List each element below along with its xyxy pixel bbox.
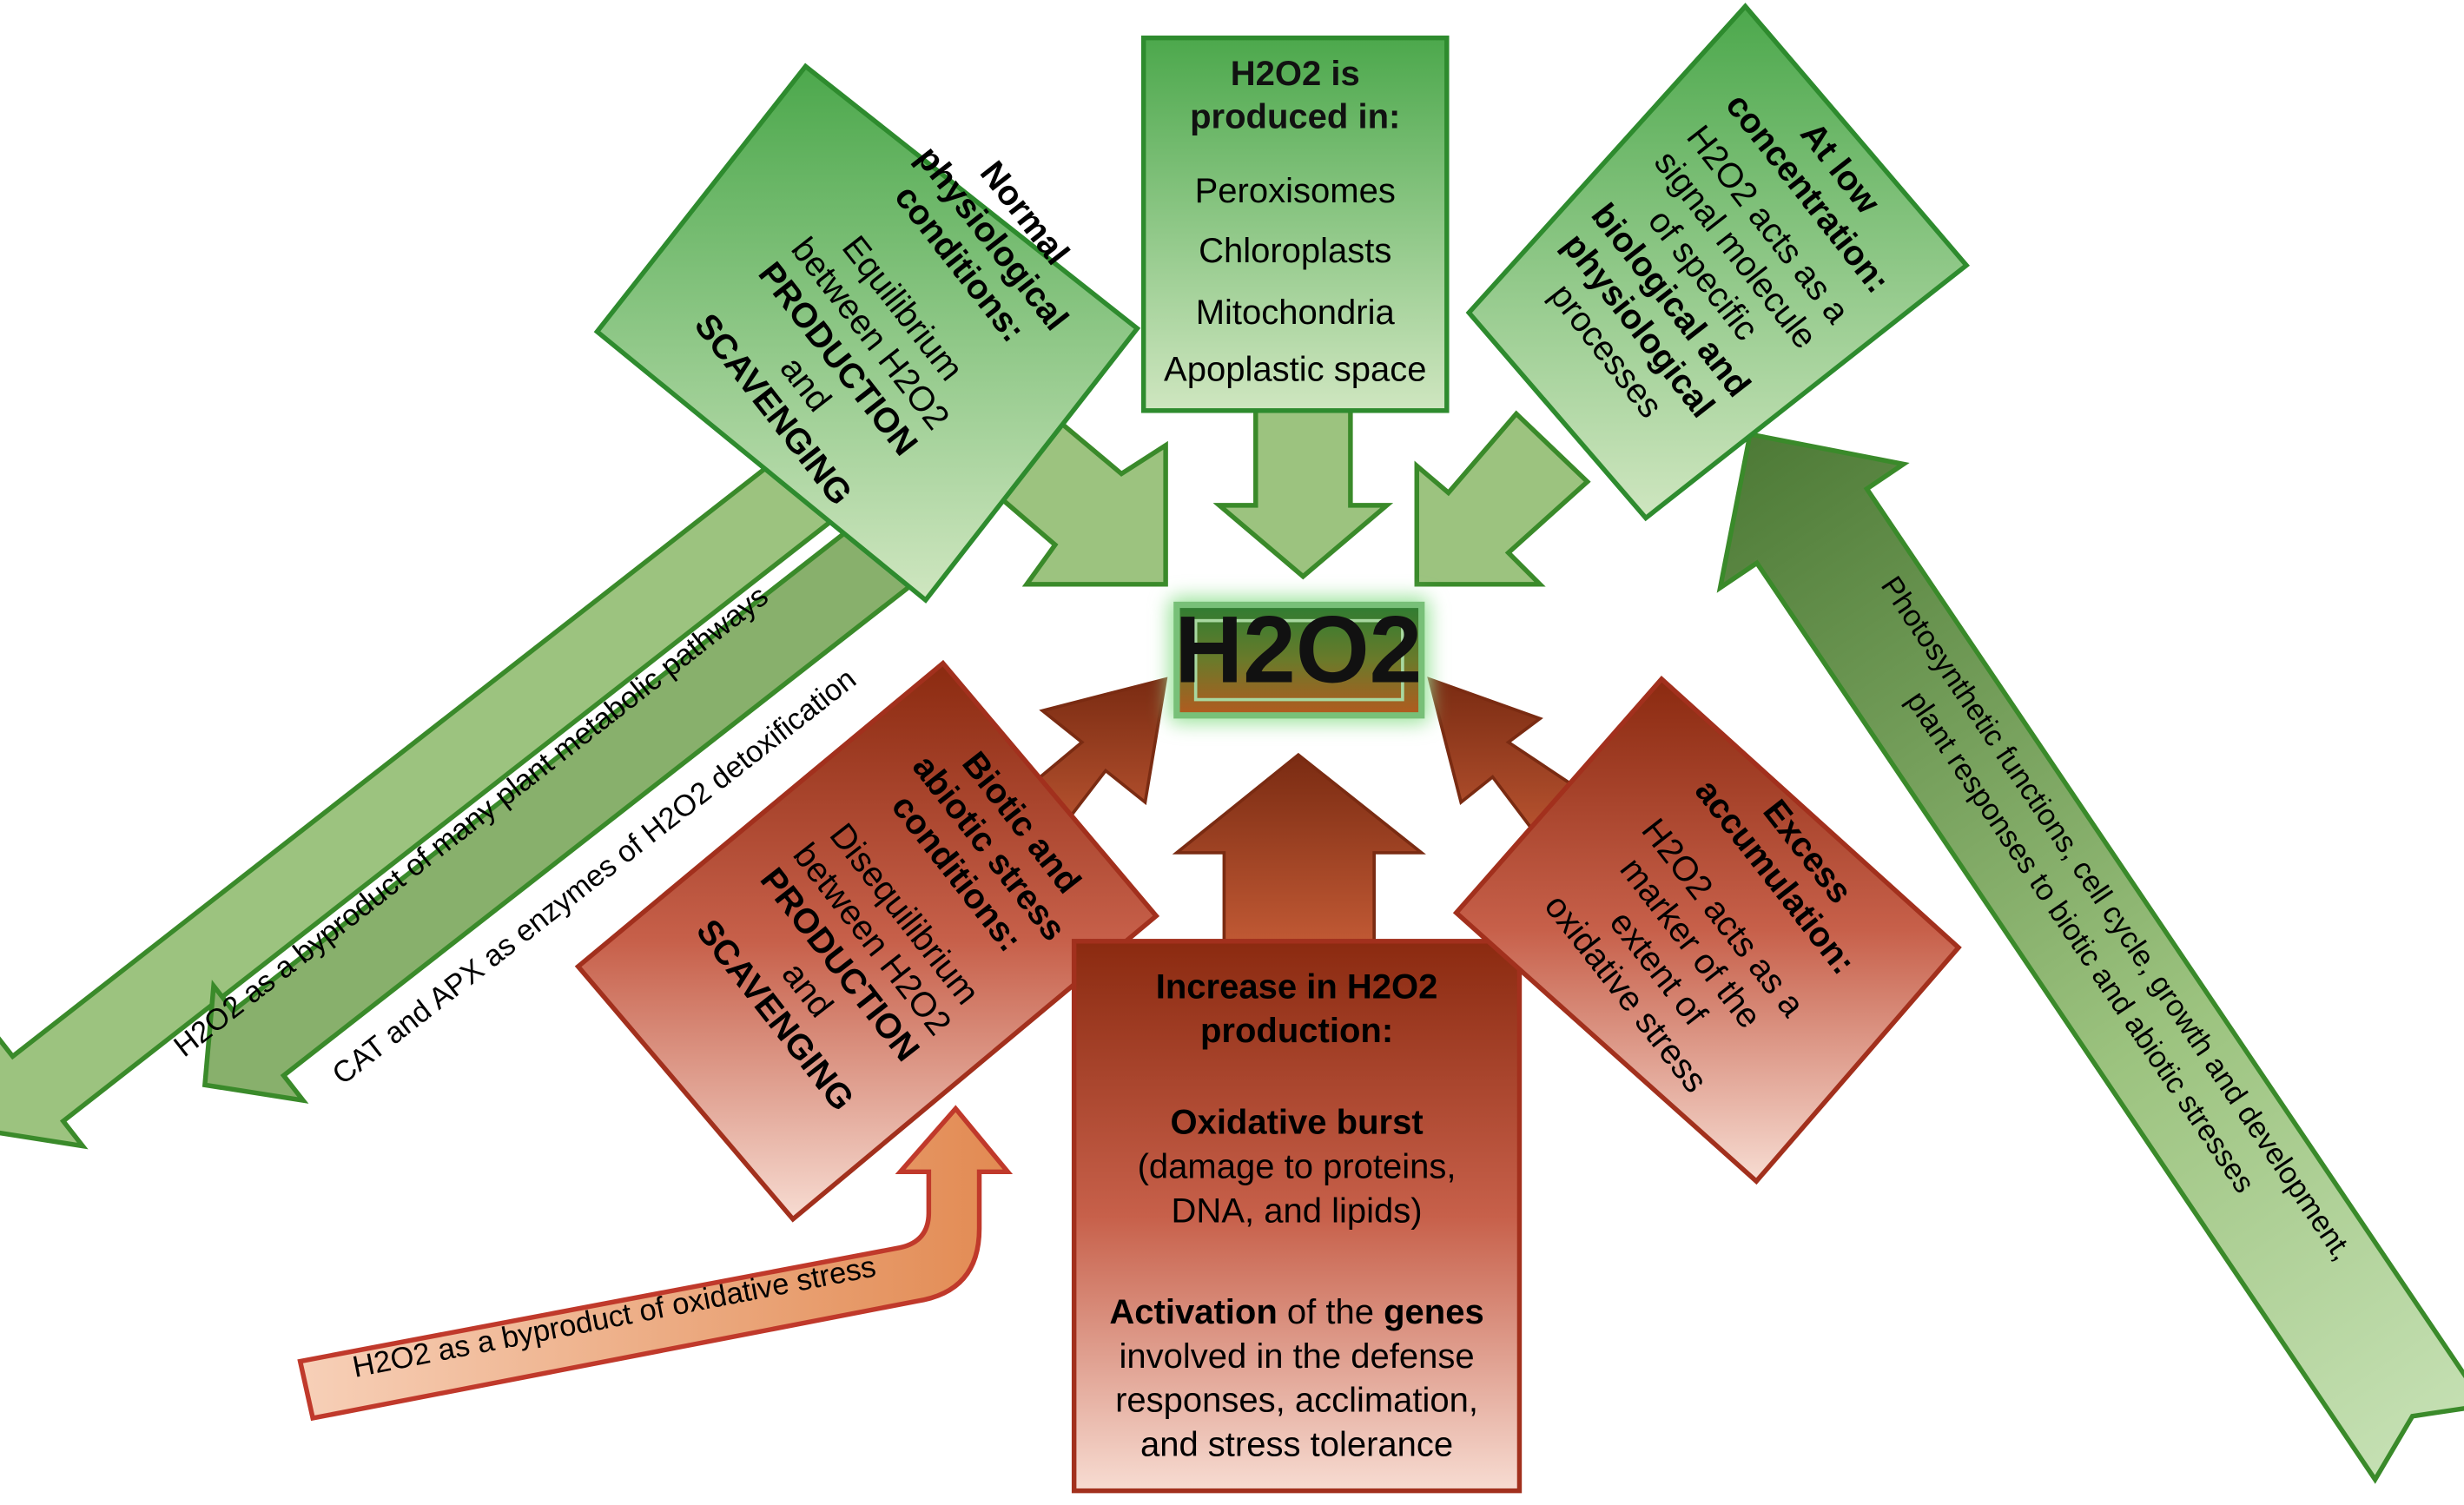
- increase-up-arrow: [1172, 752, 1426, 949]
- activation-bold-2: genes: [1384, 1293, 1484, 1331]
- burst-line-1: (damage to proteins,: [1138, 1148, 1457, 1186]
- site-mitochondria: Mitochondria: [1196, 294, 1396, 332]
- site-chloroplasts: Chloroplasts: [1199, 232, 1391, 270]
- functions-arrow-label-1: Photosynthetic functions, cell cycle, gr…: [1874, 571, 2359, 1266]
- activation-bold-1: Activation: [1109, 1293, 1277, 1331]
- site-peroxisomes: Peroxisomes: [1195, 172, 1396, 210]
- burst-title: Oxidative burst: [1170, 1104, 1423, 1142]
- low-box: [1465, 3, 1971, 522]
- center-label: H2O2: [1174, 597, 1422, 703]
- increase-box: [1071, 939, 1523, 1494]
- produced-box: [1140, 35, 1450, 413]
- center-box: [1173, 601, 1425, 719]
- produced-title-2: produced in:: [1190, 97, 1400, 135]
- low-text: At low concentration: H2O2 acts as a sig…: [1542, 87, 1897, 426]
- increase-title-2: production:: [1200, 1012, 1393, 1050]
- burst-line-2: DNA, and lipids): [1172, 1191, 1423, 1230]
- activation-line-2: responses, acclimation,: [1115, 1382, 1478, 1420]
- activation-mid: of the: [1278, 1293, 1384, 1331]
- stress-box: [574, 659, 1160, 1223]
- normal-box: [593, 63, 1141, 604]
- activation-line-1: involved in the defense: [1119, 1337, 1474, 1376]
- site-apoplastic: Apoplastic space: [1164, 350, 1426, 388]
- low-down-arrow: [1414, 410, 1591, 587]
- excess-box: [1452, 676, 1962, 1185]
- activation-line-3: and stress tolerance: [1140, 1426, 1453, 1464]
- activation-line: Activation of the genes: [1109, 1293, 1483, 1331]
- increase-title-1: Increase in H2O2: [1156, 967, 1438, 1006]
- produced-title-1: H2O2 is: [1231, 55, 1360, 93]
- produced-down-arrow: [1212, 399, 1394, 580]
- functions-arrow: [1716, 431, 2464, 1484]
- oxidative-stress-arrow: [297, 1105, 1014, 1422]
